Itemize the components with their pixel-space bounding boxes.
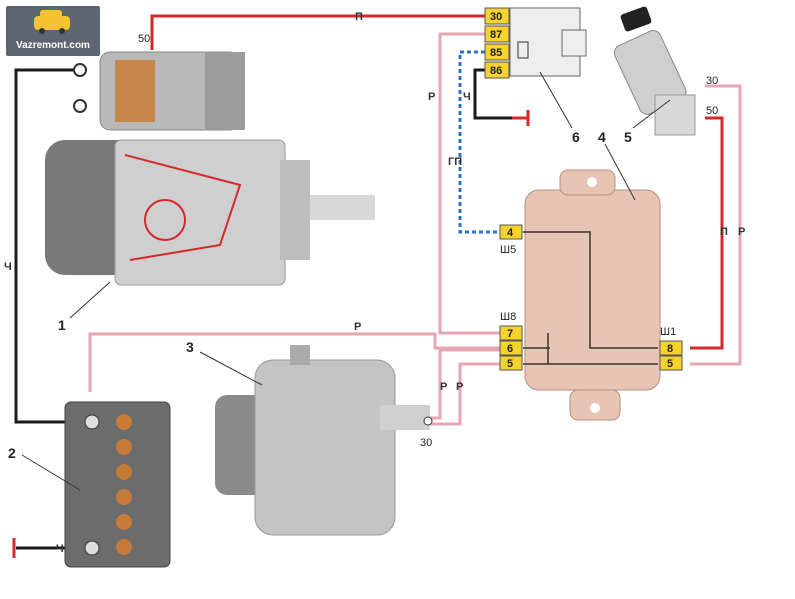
wire-black-starter-battery — [14, 68, 92, 424]
voltage-regulator — [523, 169, 661, 421]
label-component-5: 5 — [624, 129, 632, 145]
wire-label-top-p: П — [355, 11, 363, 23]
regulator-sh5-pin-4: 4 — [507, 227, 514, 239]
wire-pink-alt-1 — [430, 348, 500, 420]
alternator-terminal-30: 30 — [420, 437, 432, 449]
switch-terminal-30: 30 — [706, 75, 718, 87]
car-logo-icon — [34, 10, 70, 34]
starter-terminal-50: 50 — [138, 33, 150, 45]
regulator-sh1-label: Ш1 — [660, 326, 676, 338]
wire-label-relay-r: Р — [428, 91, 435, 103]
wire-label-gp: ГП — [448, 156, 462, 168]
wire-label-alt-r2: Р — [456, 381, 463, 393]
label-component-1: 1 — [58, 317, 66, 333]
wire-label-switch-r: Р — [738, 226, 745, 238]
wire-label-ch-battery: Ч — [56, 543, 64, 555]
label-component-4: 4 — [598, 129, 606, 145]
starter-motor — [45, 51, 375, 286]
wire-label-switch-p: П — [720, 226, 728, 238]
relay-pin-86: 86 — [490, 65, 502, 77]
label-component-3: 3 — [186, 339, 194, 355]
site-logo-text: Vazremont.com — [16, 40, 90, 51]
label-component-2: 2 — [8, 445, 16, 461]
relay-pin-87: 87 — [490, 29, 502, 41]
wire-label-ch-left: Ч — [4, 261, 12, 273]
wire-red-switch-50 — [690, 116, 724, 350]
relay-pin-30: 30 — [490, 11, 502, 23]
wire-label-alt-r1: Р — [440, 381, 447, 393]
label-component-6: 6 — [572, 129, 580, 145]
wire-pink-starter-regulator — [88, 332, 500, 392]
relay-pin-85: 85 — [490, 47, 502, 59]
regulator-sh8-label: Ш8 — [500, 311, 516, 323]
wire-blue-red-gp — [458, 50, 500, 234]
wire-pink-alt-2 — [430, 362, 500, 426]
regulator-sh8-pin-5: 5 — [507, 358, 513, 370]
starter-relay — [509, 7, 587, 77]
wire-pink-relay-87 — [438, 32, 500, 335]
wire-label-ch-relay: Ч — [463, 91, 471, 103]
switch-terminal-50: 50 — [706, 105, 718, 117]
ignition-switch — [613, 6, 696, 136]
regulator-pin-blocks — [499, 224, 683, 371]
wire-red-top — [150, 14, 485, 50]
wire-label-alt-r-top: Р — [354, 321, 361, 333]
regulator-sh8-pin-7: 7 — [507, 328, 513, 340]
wire-pink-switch-30 — [690, 84, 742, 366]
wire-black-relay-86 — [473, 68, 512, 120]
battery — [64, 401, 171, 568]
regulator-sh8-pin-6: 6 — [507, 343, 513, 355]
relay-pin-blocks — [484, 7, 510, 79]
regulator-sh1-pin-8: 8 — [667, 343, 673, 355]
regulator-sh1-pin-5: 5 — [667, 358, 673, 370]
regulator-sh5-label: Ш5 — [500, 244, 516, 256]
alternator — [215, 345, 433, 536]
